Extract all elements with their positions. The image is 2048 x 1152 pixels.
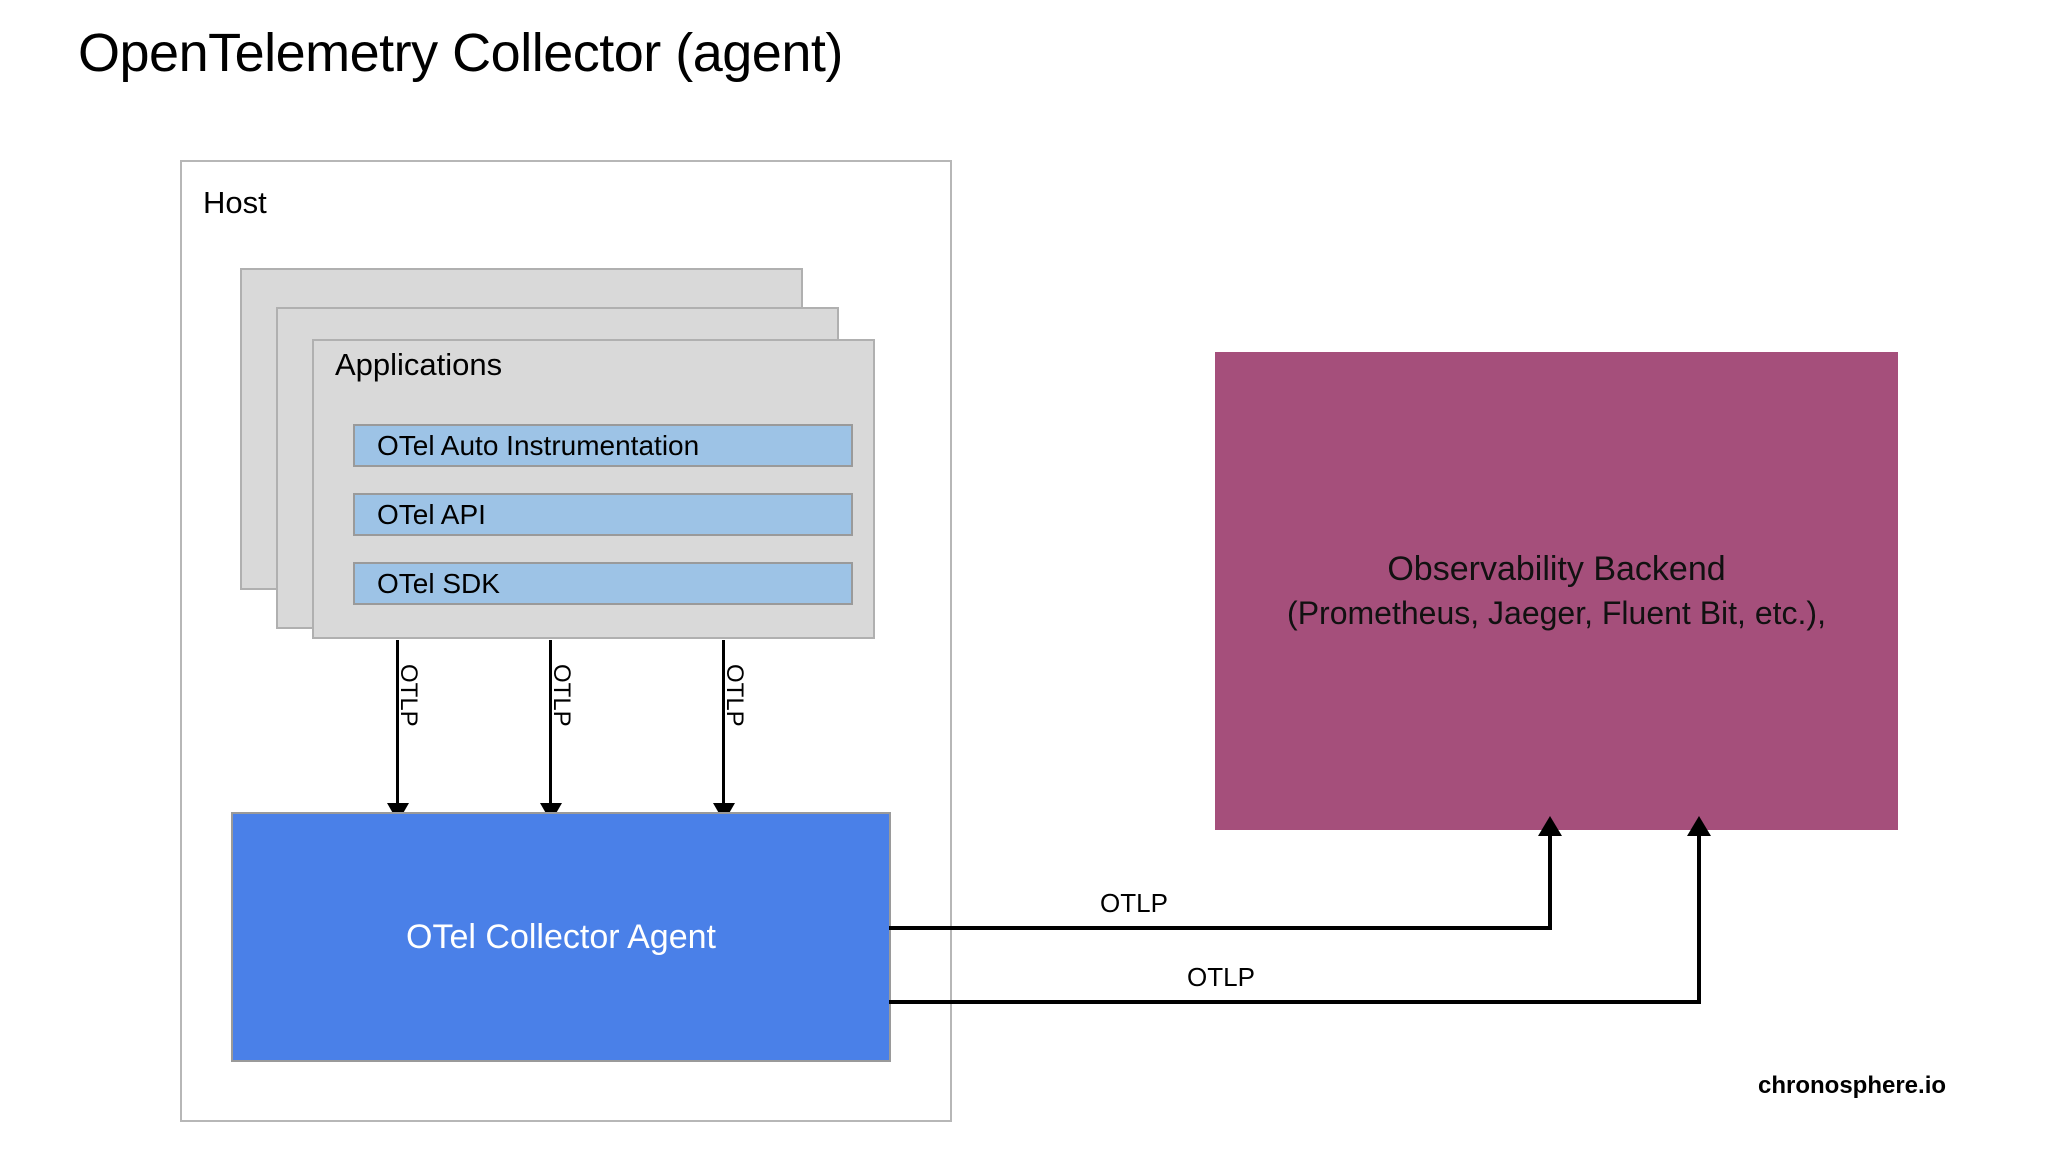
otlp-connector-2-label: OTLP — [1187, 962, 1255, 992]
backend-title: Observability Backend — [1387, 550, 1726, 588]
layer-label-sdk: OTel SDK — [377, 567, 500, 599]
otel-collector-agent-box: OTel Collector Agent — [231, 812, 891, 1062]
collector-label: OTel Collector Agent — [406, 917, 716, 956]
otlp-arrow-down-3 — [722, 640, 725, 806]
layer-otel-auto-instrumentation: OTel Auto Instrumentation — [353, 424, 853, 467]
otlp-arrow-label-2: OTLP — [548, 664, 575, 727]
otlp-connector-2-vertical-arrow — [1697, 832, 1701, 1002]
otlp-connector-1-horizontal — [889, 926, 1552, 930]
otlp-connector-1-label: OTLP — [1100, 888, 1168, 918]
otlp-connector-2-horizontal — [889, 1000, 1701, 1004]
watermark: chronosphere.io — [1758, 1072, 1947, 1099]
otlp-connector-1-vertical-arrow — [1548, 832, 1552, 928]
layer-label-api: OTel API — [377, 498, 486, 530]
otlp-arrow-label-3: OTLP — [721, 664, 748, 727]
backend-subtitle: (Prometheus, Jaeger, Fluent Bit, etc.), — [1287, 595, 1826, 631]
page-title: OpenTelemetry Collector (agent) — [78, 23, 843, 83]
otlp-arrow-down-2 — [549, 640, 552, 806]
otlp-arrow-label-1: OTLP — [395, 664, 422, 727]
layer-otel-sdk: OTel SDK — [353, 562, 853, 605]
applications-label: Applications — [335, 347, 503, 382]
otlp-arrow-down-1 — [396, 640, 399, 806]
observability-backend-box: Observability Backend (Prometheus, Jaege… — [1215, 352, 1898, 830]
host-label: Host — [203, 185, 267, 220]
layer-label-auto-instrumentation: OTel Auto Instrumentation — [377, 429, 700, 461]
layer-otel-api: OTel API — [353, 493, 853, 536]
